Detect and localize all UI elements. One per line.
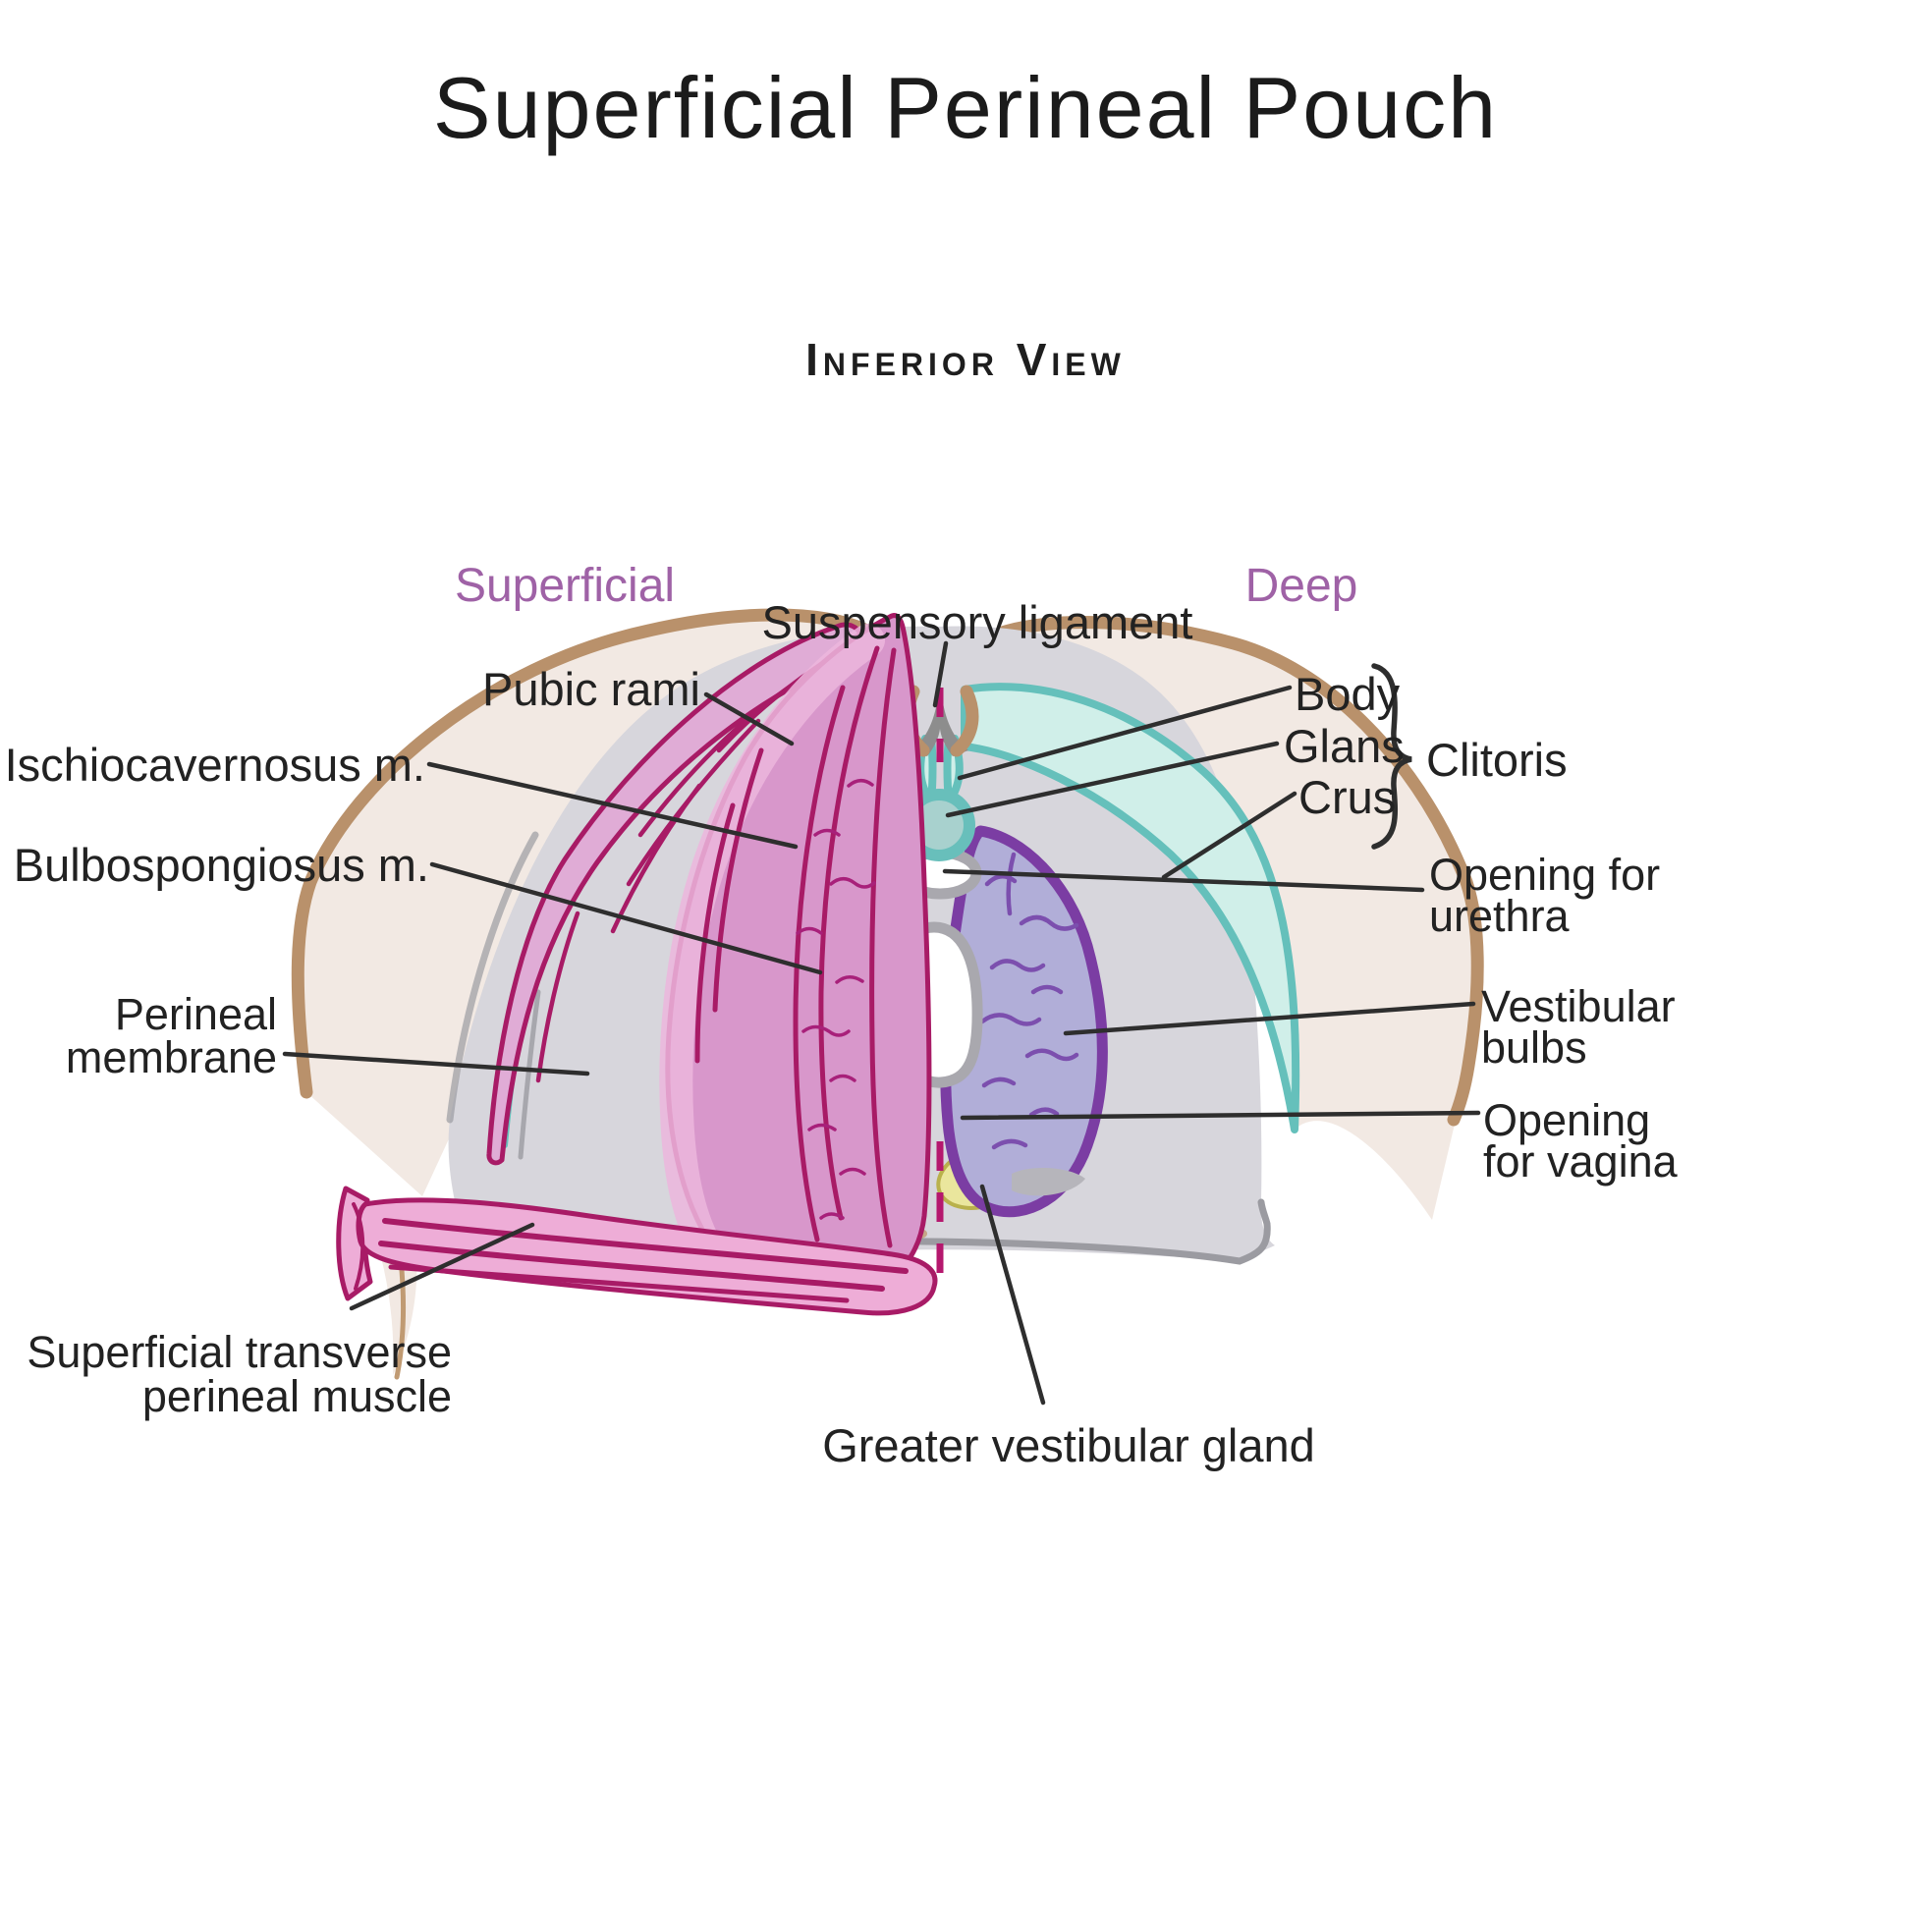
leader-glans [945, 741, 1280, 818]
text-layer: Superficial Perineal Pouch Inferior View… [5, 59, 1679, 1471]
leader-perineal-membrane [282, 1051, 590, 1076]
leader-suspensory-ligament [932, 640, 949, 708]
label-perineal-membrane-2: membrane [66, 1032, 277, 1082]
label-clitoris-glans: Glans [1284, 720, 1405, 772]
label-clitoris-crus: Crus [1298, 771, 1396, 823]
leader-transverse [349, 1222, 535, 1311]
clitoris-crus-shape [961, 683, 1300, 1133]
clitoris-brace [1371, 663, 1412, 850]
bulbospongiosus-fibers [694, 645, 897, 1248]
leader-bulbospongiosus [429, 861, 823, 975]
leader-body [957, 685, 1293, 781]
leader-vestibular-bulbs [1063, 1001, 1476, 1036]
label-opening-vagina-1: Opening [1483, 1095, 1650, 1145]
membrane-left-edge [446, 831, 539, 1124]
page-title: Superficial Perineal Pouch [433, 59, 1498, 156]
skin-tail [381, 1257, 417, 1375]
leader-vagina [960, 1110, 1481, 1121]
bulb-veins [979, 852, 1079, 1150]
leader-ischiocavernosus [426, 761, 799, 850]
label-vestibular-bulbs-2: bulbs [1481, 1022, 1587, 1073]
leader-urethra [942, 868, 1425, 893]
label-clitoris: Clitoris [1426, 734, 1568, 786]
gray-sliver [518, 989, 541, 1160]
legend-deep: Deep [1245, 560, 1358, 612]
label-pubic-rami: Pubic rami [482, 663, 700, 715]
bulbospongiosus-light-band [659, 624, 885, 1272]
label-perineal-membrane-1: Perineal [115, 989, 277, 1039]
label-clitoris-body: Body [1295, 668, 1401, 720]
label-opening-vagina-2: for vagina [1483, 1136, 1679, 1187]
label-bulbospongiosus: Bulbospongiosus m. [14, 839, 429, 891]
label-suspensory-ligament: Suspensory ligament [762, 596, 1193, 648]
leader-lines [282, 640, 1481, 1406]
suspensory-ligament-shape [911, 690, 968, 756]
leader-crus [1161, 791, 1297, 880]
transverse-muscle-shape [356, 1197, 938, 1316]
transverse-muscle-fibers [352, 1202, 909, 1303]
legend-superficial: Superficial [455, 560, 675, 612]
label-opening-urethra-2: urethra [1429, 891, 1571, 941]
skin-tail-line [394, 1256, 407, 1380]
leader-gland [979, 1184, 1046, 1406]
label-transverse-2: perineal muscle [142, 1371, 452, 1421]
labial-fold-right [950, 685, 979, 757]
label-transverse-1: Superficial transverse [27, 1327, 452, 1377]
label-vestibular-bulbs-1: Vestibular [1481, 981, 1676, 1031]
bulbospongiosus-veins [796, 779, 876, 1220]
label-opening-urethra-1: Opening for [1429, 850, 1660, 900]
leader-pubic-rami [703, 691, 795, 746]
label-greater-vestibular-gland: Greater vestibular gland [822, 1419, 1315, 1471]
bulb-gray-inset [1012, 1167, 1085, 1196]
label-ischiocavernosus: Ischiocavernosus m. [5, 739, 425, 791]
view-subtitle: Inferior View [805, 334, 1126, 385]
